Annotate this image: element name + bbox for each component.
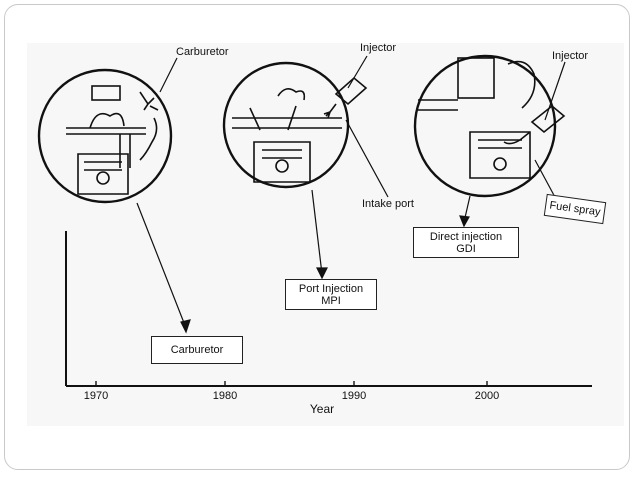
carburetor-box-line-1: Carburetor	[170, 344, 224, 356]
port-valve-shape	[277, 88, 306, 101]
direct-injection-box-arrowhead	[459, 215, 470, 228]
port-injection-box: Port Injection MPI	[285, 279, 377, 310]
port-injection-box-arrowhead	[316, 267, 328, 280]
port-injector-callout: Injector	[360, 42, 397, 54]
intake-valve-shape	[89, 112, 125, 129]
tick-label-1970: 1970	[83, 390, 109, 402]
direct-injection-circle	[413, 54, 557, 198]
intake-runner-shape	[232, 117, 342, 129]
port-injection-box-line-2: MPI	[321, 294, 341, 307]
fuel-spray-callout-leader	[534, 159, 557, 200]
valve-stems-shape	[249, 105, 297, 131]
direct-injection-box-line-1: Direct injection	[429, 230, 503, 243]
port-spray-shape	[323, 103, 337, 119]
intake-duct-shape	[457, 57, 495, 99]
slide-frame	[4, 4, 630, 470]
port-piston-shape	[253, 141, 311, 183]
port-injection-circle	[222, 61, 350, 189]
timeline-axis	[65, 231, 592, 387]
scanned-figure	[27, 43, 624, 426]
direct-piston-pin-shape	[493, 157, 507, 171]
direct-injector-callout-leader	[544, 61, 566, 121]
leader-lines	[136, 55, 566, 334]
air-cleaner-shape	[91, 85, 121, 101]
piston-shape	[77, 153, 129, 195]
intake-port-callout-leader	[345, 119, 389, 198]
fuel-spray-plume-shape	[503, 131, 531, 145]
carburetor-callout: Carburetor	[176, 46, 229, 58]
port-injection-box-leader	[311, 189, 323, 275]
port-curve-shape	[507, 60, 536, 109]
carburetor-box-leader	[136, 202, 187, 329]
fuel-line-shape	[139, 117, 158, 161]
axis-title-year: Year	[309, 402, 335, 416]
carburetor-box-arrowhead	[180, 319, 191, 334]
tick-label-1980: 1980	[212, 390, 238, 402]
tick-label-2000: 2000	[474, 390, 500, 402]
port-piston-pin-shape	[275, 159, 289, 173]
intake-port-callout: Intake port	[362, 198, 414, 210]
carburetor-circle	[37, 68, 173, 204]
port-injection-engine-illustration	[222, 61, 368, 189]
fuel-spray-callout-text: Fuel spray	[548, 199, 602, 219]
carburetor-engine-illustration	[37, 68, 173, 204]
port-injection-box-line-1: Port Injection	[298, 282, 364, 295]
direct-injection-box-line-2: GDI	[456, 242, 476, 255]
carburetor-body-shape	[139, 91, 159, 111]
direct-injection-box: Direct injection GDI	[413, 227, 519, 258]
tick-label-1990: 1990	[341, 390, 367, 402]
head-outline-shape	[418, 99, 458, 111]
piston-pin-shape	[96, 171, 110, 185]
port-injector-callout-leader	[347, 55, 368, 89]
direct-injector-callout: Injector	[552, 50, 589, 62]
intake-manifold-shape	[66, 127, 146, 168]
direct-injector-body-shape	[530, 104, 566, 134]
carburetor-box: Carburetor	[151, 336, 243, 364]
port-injector-body-shape	[334, 76, 368, 106]
carburetor-callout-leader	[159, 57, 178, 93]
direct-piston-shape	[469, 131, 531, 179]
direct-injection-engine-illustration	[413, 54, 566, 198]
